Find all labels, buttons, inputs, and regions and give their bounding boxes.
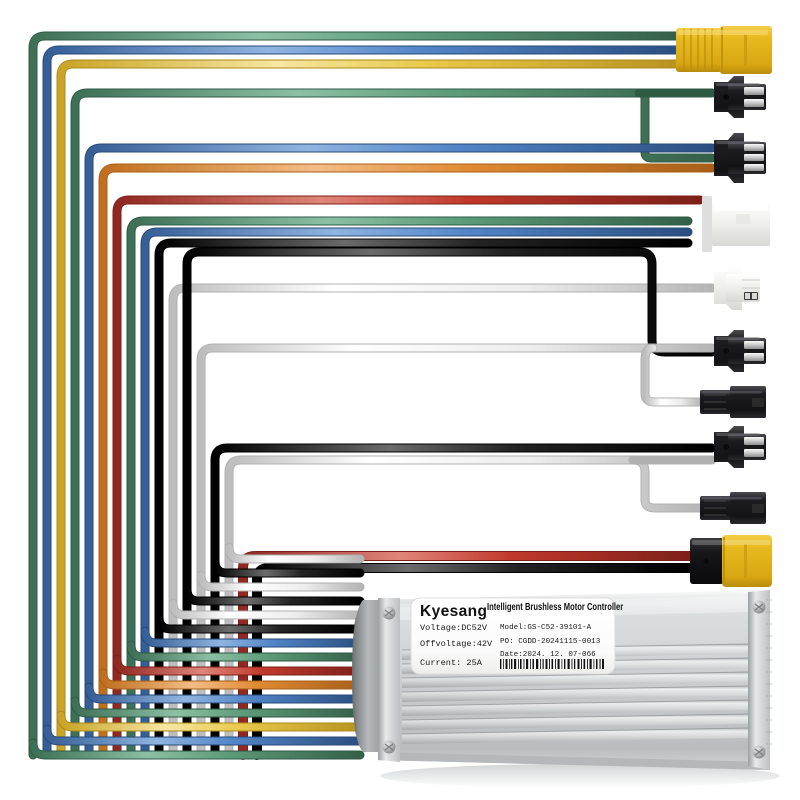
product-label: Kyesang Intelligent Brushless Motor Cont…	[410, 597, 624, 675]
xt60-power-connector	[690, 535, 772, 587]
wire-bottom-sweep	[28, 542, 365, 760]
wire-signal-black-3	[210, 443, 717, 760]
wire-hall-orange	[98, 163, 717, 760]
sm-2pin-connector-b	[700, 386, 766, 418]
sm-2pin-connector-d	[700, 492, 766, 524]
label-voltage: Voltage:DC52V	[420, 623, 488, 633]
sm-2pin-connector-a	[714, 330, 766, 372]
wire-hall-green	[70, 88, 717, 760]
wire-signal-black-1	[154, 238, 693, 760]
label-offvoltage: Offvoltage:42V	[420, 639, 493, 649]
sm-3pin-connector	[714, 133, 766, 183]
wire-signal-blue	[140, 227, 693, 760]
hall-connector-white	[702, 196, 770, 252]
wire-hall-blue	[84, 143, 717, 760]
label-po: PO: CGDD-20241115-0013	[500, 638, 601, 646]
label-brand: Kyesang	[420, 603, 487, 620]
wire-signal-white-2	[196, 343, 717, 760]
label-tagline: Intelligent Brushless Motor Controller	[487, 601, 624, 612]
mounting-flange-right	[748, 590, 772, 770]
motor-controller-body: Kyesang Intelligent Brushless Motor Cont…	[352, 590, 780, 788]
white-2pin-connector	[714, 266, 760, 310]
label-model: Model:GS-C52-39101-A	[500, 624, 592, 632]
wire-hall-red	[112, 195, 705, 760]
sm-2pin-connector-top	[714, 76, 766, 118]
sm-2pin-connector-c	[714, 426, 766, 468]
label-current: Current: 25A	[420, 658, 483, 668]
wire-harness	[28, 31, 717, 760]
label-date: Date:2024. 12. 07-066	[500, 651, 596, 659]
barcode	[500, 659, 604, 669]
wire-signal-green	[126, 216, 693, 760]
wire-branch-white-lower	[640, 343, 705, 407]
xt-phase-connector	[676, 26, 772, 74]
wire-phase-yellow-outer	[56, 59, 683, 760]
wire-phase-green-outer	[28, 31, 683, 760]
mounting-flange-left	[378, 598, 400, 762]
wire-hall-bundle-stubs	[686, 207, 708, 248]
wire-signal-white-3	[224, 455, 717, 760]
wire-phase-blue-outer	[42, 45, 683, 760]
